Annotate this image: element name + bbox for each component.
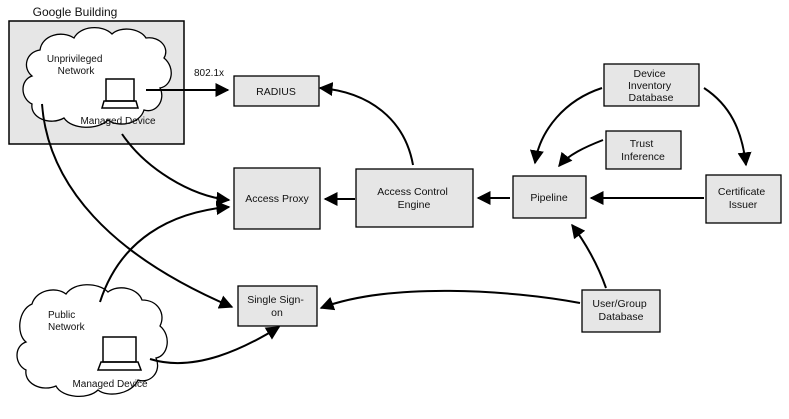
certificate-issuer-box: [705, 174, 782, 224]
device-inventory-db-label: Device Inventory Database: [628, 68, 674, 104]
pipeline-label: Pipeline: [530, 192, 568, 204]
arrow-public-to-access-proxy: [99, 201, 231, 303]
managed-device-label-public: Managed Device: [72, 379, 147, 390]
device-inventory-db-box: [603, 63, 700, 107]
access-proxy-box: [233, 167, 321, 230]
radius-box: [233, 75, 320, 107]
arrow-public-laptop-to-sso: [149, 326, 281, 364]
access-control-engine-box: [355, 168, 474, 228]
trust-inference-box: [605, 130, 682, 170]
access-proxy-label: Access Proxy: [245, 193, 309, 205]
laptop-icon: [101, 78, 139, 109]
pipeline-box: [512, 175, 587, 219]
trust-inference-label: Trust Inference: [621, 138, 665, 163]
arrow-laptop-to-access-proxy: [121, 133, 231, 206]
arrow-engine-to-radius: [318, 82, 414, 166]
arrow-device-inventory-to-pipeline: [529, 87, 603, 165]
single-sign-on-box: [237, 285, 318, 327]
public-network-label: Public Network: [48, 310, 86, 333]
laptop-icon: [96, 336, 143, 371]
managed-device-label-building: Managed Device: [80, 116, 155, 127]
unprivileged-network-cloud: [22, 27, 172, 128]
radius-label: RADIUS: [256, 86, 296, 98]
arrow-user-group-db-to-pipeline: [571, 223, 607, 289]
arrow-user-group-db-to-sso: [319, 289, 581, 311]
user-group-db-label: User/Group Database: [592, 298, 649, 323]
user-group-db-box: [581, 289, 661, 333]
single-sign-on-label: Single Sign- on: [247, 294, 307, 319]
arrow-trust-inference-to-pipeline: [558, 139, 604, 168]
access-control-engine-label: Access Control Engine: [377, 186, 451, 211]
radius-link-label: 802.1x: [194, 68, 224, 79]
unprivileged-network-label: Unprivileged Network: [47, 54, 105, 77]
certificate-issuer-label: Certificate Issuer: [718, 186, 768, 211]
arrow-device-inventory-to-cert-issuer: [703, 87, 752, 167]
google-building-title: Google Building: [33, 5, 118, 19]
arrow-building-cloud-to-sso: [41, 103, 234, 309]
